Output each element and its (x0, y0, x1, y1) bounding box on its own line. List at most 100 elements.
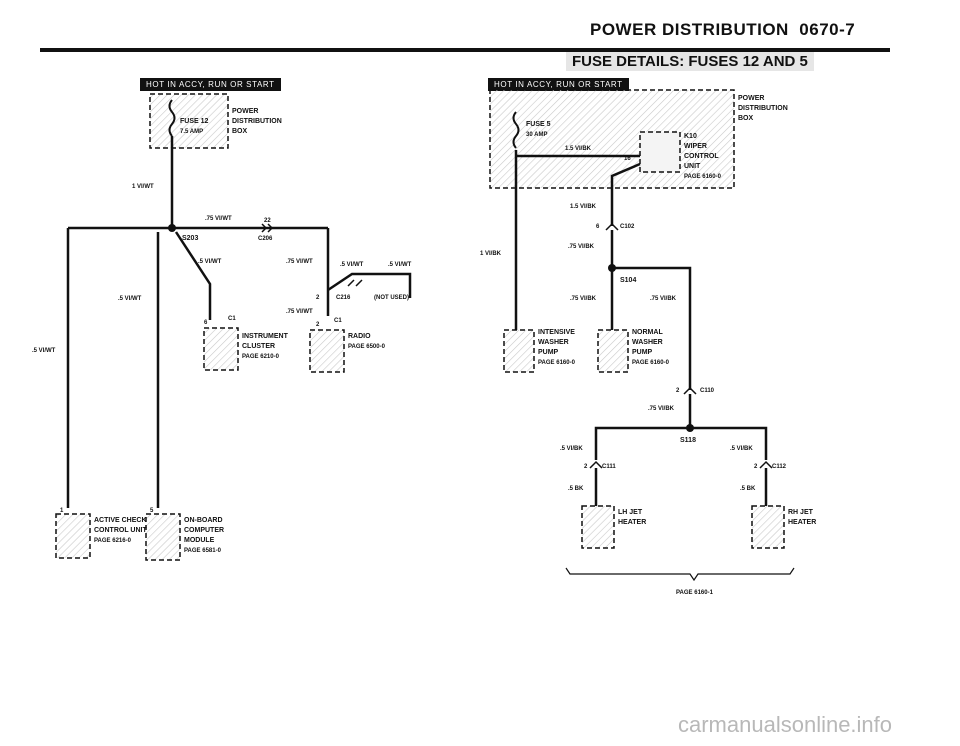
k10-label-4: UNIT (684, 163, 701, 170)
lh-jet-heater-box (581, 505, 615, 549)
header-rule (40, 48, 890, 52)
obc-pin: 5 (150, 508, 154, 514)
connector-c206-symbol (261, 223, 274, 233)
wire-label-lh: .5 VI/BK (560, 446, 583, 452)
acu-page: PAGE 6216-0 (94, 538, 132, 544)
c112-label: C112 (772, 464, 787, 470)
wire-label-main: 1 VI/WT (132, 184, 154, 190)
nwp-label-1: NORMAL (632, 329, 663, 336)
wire-label-far-left: .5 VI/WT (32, 348, 56, 354)
c102-pin: 6 (596, 224, 600, 230)
ic-label-2: CLUSTER (242, 343, 275, 350)
k10-label-1: K10 (684, 133, 697, 140)
nwp-label-3: PUMP (632, 349, 653, 356)
wire-label-left: 1 VI/BK (480, 251, 502, 257)
left-power-distribution-box (149, 93, 229, 149)
hot-label-right: HOT IN ACCY, RUN OR START (488, 78, 629, 91)
radio-page: PAGE 6500-0 (348, 344, 386, 350)
splice-s203-label: S203 (182, 235, 198, 242)
instrument-cluster-box (203, 327, 239, 371)
wire-label-c216-down: .75 VI/WT (286, 309, 313, 315)
radio-box (309, 329, 345, 373)
k10-label-3: CONTROL (684, 153, 719, 160)
acu-pin: 1 (60, 508, 64, 514)
k10-label-2: WIPER (684, 143, 707, 150)
left-pdb-label-2: DISTRIBUTION (232, 118, 282, 125)
c111-symbol (589, 460, 603, 469)
c216-arrow-symbol (347, 279, 363, 287)
page-title: POWER DISTRIBUTION (590, 20, 789, 39)
iwp-label-2: WASHER (538, 339, 569, 346)
ic-label-1: INSTRUMENT (242, 333, 289, 340)
obc-label-2: COMPUTER (184, 527, 224, 534)
c216-pin: 2 (316, 295, 320, 301)
ic-page: PAGE 6210-0 (242, 354, 280, 360)
k10-wiper-control-box (639, 131, 681, 173)
rh-label-1: RH JET (788, 509, 814, 516)
reference-bracket (565, 567, 795, 582)
wire-label-out: 1.5 VI/BK (570, 204, 597, 210)
c112-symbol (759, 460, 773, 469)
right-pdb-label-3: BOX (738, 115, 754, 122)
k10-pin: 16 (624, 156, 631, 162)
wire-s118-bus (594, 426, 768, 460)
radio-label: RADIO (348, 333, 371, 340)
on-board-computer-box (145, 513, 181, 561)
radio-pin: 2 (316, 322, 320, 328)
left-pdb-label-1: POWER (232, 108, 258, 115)
c110-symbol (683, 386, 697, 395)
hot-label-left: HOT IN ACCY, RUN OR START (140, 78, 281, 91)
lh-label-1: LH JET (618, 509, 643, 516)
iwp-label-1: INTENSIVE (538, 329, 575, 336)
nwp-label-2: WASHER (632, 339, 663, 346)
c110-pin: 2 (676, 388, 680, 394)
active-check-control-unit-box (55, 513, 91, 559)
iwp-label-3: PUMP (538, 349, 559, 356)
wire-label-intensive: .75 VI/BK (570, 296, 597, 302)
c102-label: C102 (620, 224, 635, 230)
fuse-details-banner: FUSE DETAILS: FUSES 12 AND 5 (566, 52, 814, 71)
right-circuit-fuse-5: FUSE 5 30 AMP POWER DISTRIBUTION BOX K10… (480, 89, 816, 596)
wire-label-lh-bk: .5 BK (568, 486, 584, 492)
nwp-page: PAGE 6160-0 (632, 360, 670, 366)
fuse-12-label: FUSE 12 (180, 118, 209, 125)
obc-label-1: ON-BOARD (184, 517, 223, 524)
wire-label-up-1: .75 VI/WT (286, 259, 313, 265)
fuse-5-rating: 30 AMP (526, 132, 547, 138)
wire-label-c102: .75 VI/BK (568, 244, 595, 250)
wire-label-up-3: .5 VI/WT (388, 262, 412, 268)
c112-pin: 2 (754, 464, 758, 470)
wire-label-up-2: .5 VI/WT (340, 262, 364, 268)
page-header: POWER DISTRIBUTION 0670-7 (590, 20, 855, 40)
connector-22-pin: 22 (264, 218, 271, 224)
normal-washer-pump-box (597, 329, 629, 373)
wire-label-normal: .75 VI/BK (650, 296, 677, 302)
left-circuit-fuse-12: FUSE 12 7.5 AMP POWER DISTRIBUTION BOX 1… (32, 93, 412, 561)
not-used-label: (NOT USED) (374, 295, 409, 301)
ic-connector: C1 (228, 316, 236, 322)
obc-label-3: MODULE (184, 537, 215, 544)
right-pdb-label-1: POWER (738, 95, 764, 102)
splice-s118-label: S118 (680, 437, 696, 444)
wire-label-diagonal: .5 VI/WT (198, 259, 222, 265)
lh-label-2: HEATER (618, 519, 646, 526)
wire-to-normal-pump (612, 266, 692, 330)
ic-pin: 6 (204, 320, 208, 326)
wire-label-mid-left: .5 VI/WT (118, 296, 142, 302)
connector-c206-label: C206 (258, 236, 273, 242)
wire-diagonal (174, 231, 212, 320)
watermark: carmanualsonline.info (678, 712, 893, 737)
wire-label-top: .75 VI/WT (205, 216, 232, 222)
radio-connector: C1 (334, 318, 342, 324)
left-pdb-label-3: BOX (232, 128, 248, 135)
page-number: 0670-7 (799, 20, 856, 39)
acu-label-2: CONTROL UNIT (94, 527, 147, 534)
obc-page: PAGE 6581-0 (184, 548, 222, 554)
splice-s104-label: S104 (620, 277, 636, 284)
rh-label-2: HEATER (788, 519, 816, 526)
wire-label-rh: .5 VI/BK (730, 446, 753, 452)
c102-symbol (605, 222, 619, 231)
right-pdb-label-2: DISTRIBUTION (738, 105, 788, 112)
